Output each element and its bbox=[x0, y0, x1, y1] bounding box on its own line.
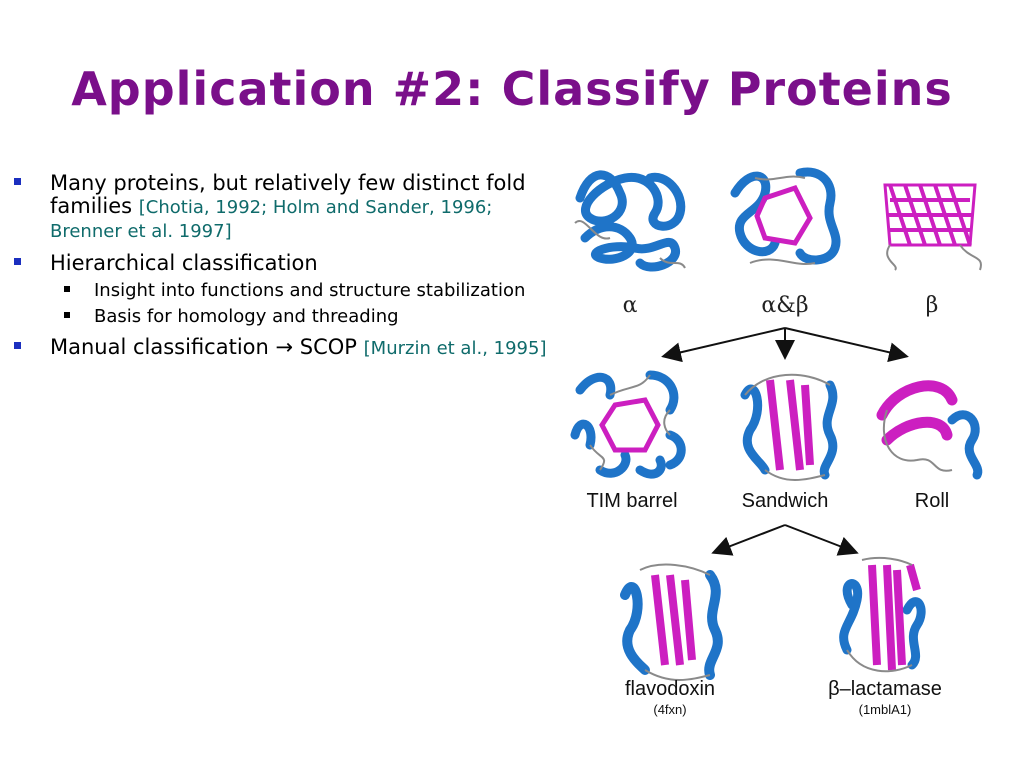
slide-title: Application #2: Classify Proteins bbox=[71, 62, 953, 116]
fold-label-sandwich: Sandwich bbox=[742, 490, 829, 512]
arrow bbox=[711, 524, 786, 556]
class-label-alpha-beta: α&β bbox=[761, 293, 808, 318]
bullet-item: Hierarchical classification bbox=[12, 252, 557, 275]
scop-hierarchy-figure: α α&β β TIM barrel Sandwich Roll bbox=[560, 160, 1000, 730]
family-label-flavodoxin: flavodoxin bbox=[625, 678, 715, 700]
citation: [Murzin et al., 1995] bbox=[363, 338, 547, 359]
fold-label-roll: Roll bbox=[915, 490, 949, 512]
sub-bullet-text: Insight into functions and structure sta… bbox=[94, 280, 526, 301]
protein-structure-alpha bbox=[574, 170, 686, 272]
sub-bullet-item: Insight into functions and structure sta… bbox=[12, 281, 557, 301]
family-code-flavodoxin: (4fxn) bbox=[653, 702, 686, 717]
protein-structure-beta-lactamase bbox=[839, 556, 926, 673]
protein-structure-flavodoxin bbox=[620, 563, 723, 681]
protein-structure-alpha-beta bbox=[730, 167, 841, 265]
citation: [Chotia, 1992; Holm and Sander, 1996; Br… bbox=[50, 197, 493, 242]
arrow bbox=[661, 327, 786, 363]
bullet-text: Manual classification → SCOP bbox=[50, 335, 364, 359]
protein-structure-tim-barrel bbox=[570, 370, 686, 479]
sub-bullet-marker bbox=[64, 286, 70, 292]
bullet-marker bbox=[14, 178, 21, 185]
bullet-text: Many proteins, but relatively few distin… bbox=[50, 171, 526, 218]
bullet-item: Manual classification → SCOP [Murzin et … bbox=[12, 336, 557, 360]
family-code-beta-lactamase: (1mblA1) bbox=[859, 702, 912, 717]
bullet-marker bbox=[14, 342, 21, 349]
protein-structure-sandwich bbox=[740, 373, 838, 481]
fold-label-tim-barrel: TIM barrel bbox=[586, 490, 677, 512]
arrow bbox=[784, 524, 859, 556]
arrow bbox=[784, 327, 909, 363]
protein-structure-roll bbox=[876, 380, 983, 480]
family-label-beta-lactamase: β–lactamase bbox=[828, 678, 942, 700]
class-label-alpha: α bbox=[623, 293, 638, 318]
bullet-text: Hierarchical classification bbox=[50, 251, 318, 275]
scop-hierarchy-svg: α α&β β TIM barrel Sandwich Roll bbox=[570, 167, 983, 717]
protein-structure-beta bbox=[883, 183, 982, 271]
class-label-beta: β bbox=[926, 293, 939, 318]
sub-bullet-text: Basis for homology and threading bbox=[94, 306, 399, 327]
sub-bullet-marker bbox=[64, 312, 70, 318]
sub-bullet-item: Basis for homology and threading bbox=[12, 307, 557, 327]
bullet-list: Many proteins, but relatively few distin… bbox=[12, 172, 557, 369]
bullet-marker bbox=[14, 258, 21, 265]
bullet-item: Many proteins, but relatively few distin… bbox=[12, 172, 557, 243]
